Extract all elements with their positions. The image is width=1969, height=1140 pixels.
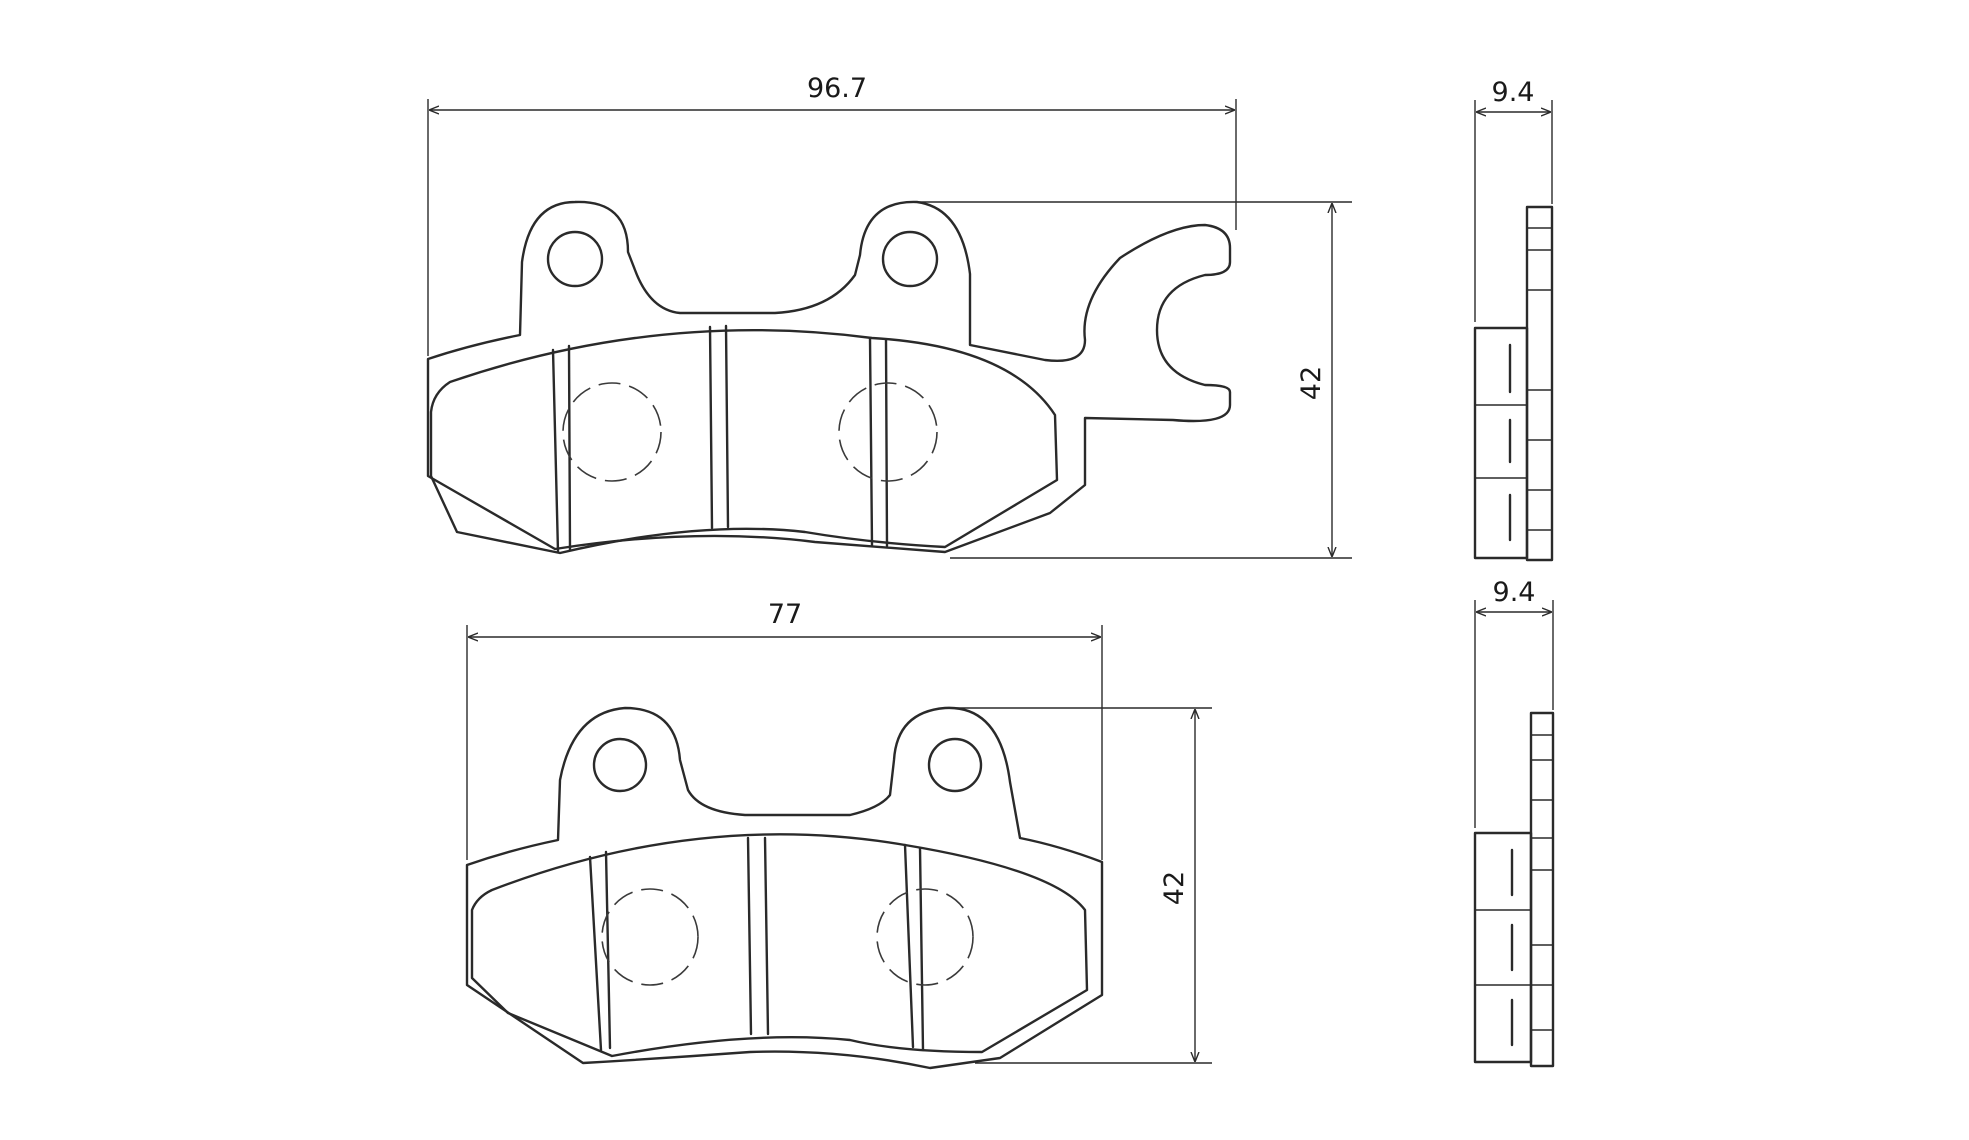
top-left-piston-outline: [562, 382, 662, 482]
top-pad-front-view: [426, 200, 1232, 555]
bottom-slot-2: [746, 836, 770, 1036]
top-slot-3: [868, 336, 889, 548]
top-right-mount-hole: [881, 230, 939, 288]
bottom-left-mount-hole: [592, 737, 648, 793]
bottom-height-label: 42: [1159, 871, 1190, 905]
bottom-pad-side-view: [1473, 711, 1555, 1068]
top-side-thickness-dimension: 9.4: [1474, 77, 1553, 322]
bottom-pad-front-view: [465, 706, 1104, 1070]
bottom-right-mount-hole: [927, 737, 983, 793]
bottom-right-piston-outline: [876, 888, 974, 986]
bottom-side-friction-material: [1473, 831, 1533, 1064]
top-friction-pad: [429, 328, 1059, 555]
top-left-mount-hole: [546, 230, 604, 288]
bottom-width-label: 77: [768, 599, 802, 630]
bottom-slot-1: [588, 850, 612, 1052]
top-slot-1: [551, 344, 572, 554]
bottom-slot-3: [903, 843, 925, 1052]
top-side-backing-plate: [1525, 205, 1554, 562]
bottom-side-backing-plate: [1529, 711, 1555, 1068]
top-height-label: 42: [1296, 366, 1327, 400]
top-backing-plate: [426, 200, 1232, 554]
bottom-backing-plate: [465, 706, 1104, 1070]
bottom-side-thickness-label: 9.4: [1493, 577, 1536, 608]
top-pad-side-view: [1473, 205, 1554, 562]
top-side-thickness-label: 9.4: [1492, 77, 1535, 108]
top-right-piston-outline: [838, 382, 938, 482]
bottom-left-piston-outline: [601, 888, 699, 986]
bottom-side-thickness-dimension: 9.4: [1474, 577, 1554, 828]
bottom-friction-pad: [470, 833, 1089, 1058]
top-side-friction-material: [1473, 326, 1529, 560]
top-width-dimension: 96.7: [427, 73, 1237, 356]
top-slot-2: [708, 324, 730, 530]
bottom-height-dimension: 42: [955, 707, 1212, 1064]
bottom-width-dimension: 77: [466, 599, 1103, 860]
top-height-dimension: 42: [915, 201, 1352, 559]
top-width-label: 96.7: [807, 73, 867, 104]
